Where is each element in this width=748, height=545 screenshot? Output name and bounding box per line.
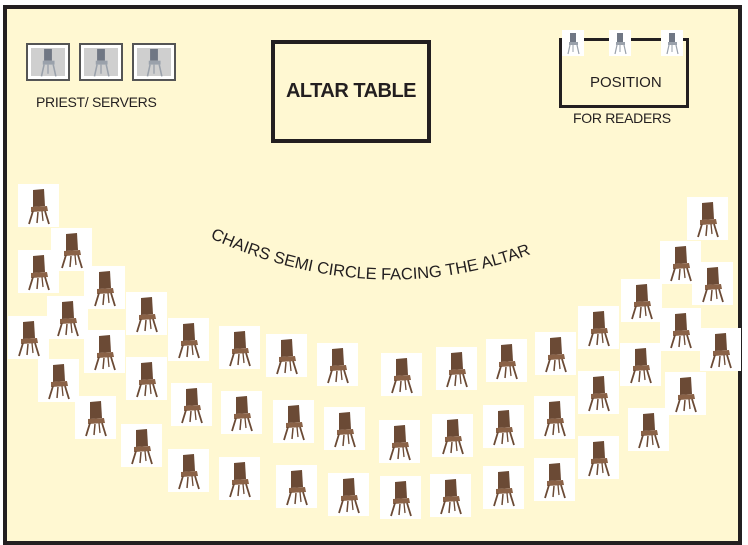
congregation-chair (171, 383, 212, 426)
congregation-chair (665, 372, 706, 415)
congregation-chair (317, 343, 358, 386)
congregation-chair (620, 343, 661, 386)
congregation-chair (221, 391, 262, 434)
congregation-chair (8, 316, 49, 359)
congregation-chair (219, 457, 260, 500)
congregation-chair (534, 458, 575, 501)
congregation-chair (168, 318, 209, 361)
congregation-chair (84, 330, 125, 373)
congregation-chair (379, 420, 420, 463)
congregation-chair (324, 407, 365, 450)
congregation-chair (18, 184, 59, 227)
congregation-chair (121, 424, 162, 467)
congregation-chair (578, 436, 619, 479)
congregation-chair (578, 306, 619, 349)
congregation-chair (126, 357, 167, 400)
congregation-chair (483, 466, 524, 509)
congregation-chair (430, 474, 471, 517)
congregation-chair (18, 250, 59, 293)
congregation-chair (436, 347, 477, 390)
congregation-chair (687, 197, 728, 240)
congregation-chair (660, 308, 701, 351)
congregation-chair (47, 296, 88, 339)
congregation-chair (75, 396, 116, 439)
congregation-chair (381, 353, 422, 396)
congregation-chair (534, 396, 575, 439)
congregation-chair (578, 371, 619, 414)
congregation-chair (535, 332, 576, 375)
congregation-chair (621, 279, 662, 322)
congregation-chair (266, 334, 307, 377)
congregation-chair (219, 326, 260, 369)
congregation-chair (168, 449, 209, 492)
congregation-chair (38, 359, 79, 402)
congregation-chair (692, 262, 733, 305)
congregation-chair (126, 292, 167, 335)
congregation-chair (328, 473, 369, 516)
congregation-chair (486, 339, 527, 382)
semi-circle-caption: CHAIRS SEMI CIRCLE FACING THE ALTAR (208, 225, 532, 283)
congregation-chair (628, 408, 669, 451)
congregation-chair (700, 328, 741, 371)
congregation-chair (483, 405, 524, 448)
congregation-chair (380, 476, 421, 519)
congregation-chair (276, 465, 317, 508)
congregation-chair (432, 414, 473, 457)
congregation-chair (84, 266, 125, 309)
congregation-chair (273, 400, 314, 443)
